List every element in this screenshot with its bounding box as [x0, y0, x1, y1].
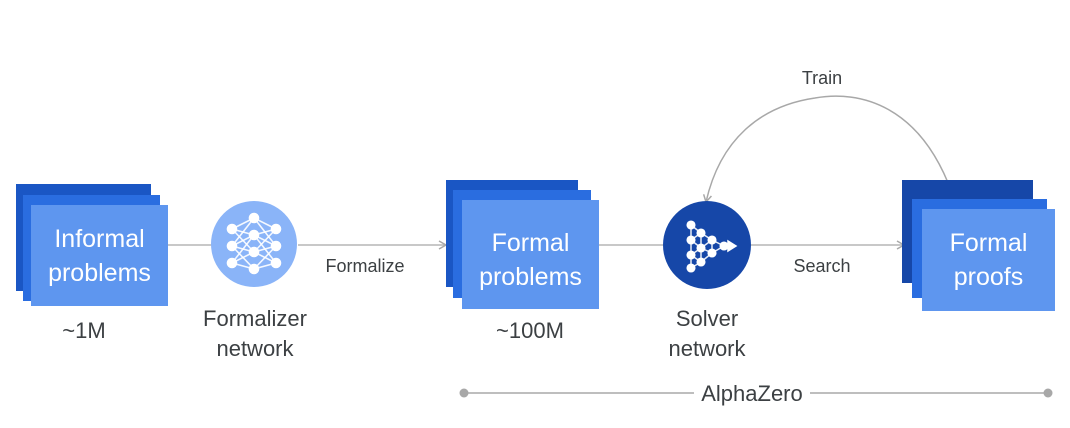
solver-line2: network — [668, 336, 746, 361]
formalizer-label: Formalizer network — [184, 304, 326, 364]
solver-node — [663, 201, 751, 289]
informal-count: ~1M — [62, 318, 106, 343]
formalizer-line1: Formalizer — [203, 306, 307, 331]
range-end-dot — [1043, 388, 1053, 398]
proofs-line1: Formal — [949, 229, 1028, 257]
informal-problems-label: Informal problems — [31, 222, 168, 290]
formal-count: ~100M — [496, 318, 564, 343]
range-start-dot — [459, 388, 469, 398]
formal-proofs-stack — [902, 180, 1055, 311]
informal-line2: problems — [48, 259, 151, 287]
formal-problems-stack — [446, 180, 599, 309]
solver-line1: Solver — [675, 306, 739, 331]
proofs-line2: proofs — [953, 263, 1024, 291]
formalize-edge-label: Formalize — [325, 256, 405, 276]
edge-train-arrow — [702, 95, 953, 204]
formal-proofs-label: Formal proofs — [922, 226, 1055, 294]
formalizer-node — [211, 201, 297, 287]
formalizer-line2: network — [216, 336, 294, 361]
formal-line1: Formal — [491, 229, 570, 257]
solver-label: Solver network — [642, 304, 772, 364]
informal-line1: Informal — [54, 225, 145, 253]
formal-line2: problems — [479, 263, 582, 291]
formal-problems-label: Formal problems — [462, 226, 599, 294]
search-edge-label: Search — [793, 256, 851, 276]
informal-problems-stack — [16, 184, 168, 306]
neural-network-icon — [226, 212, 282, 275]
train-edge-label: Train — [801, 68, 843, 88]
alphazero-range — [459, 388, 1053, 398]
neural-network-play-icon — [686, 220, 738, 273]
alphazero-label: AlphaZero — [701, 381, 803, 406]
